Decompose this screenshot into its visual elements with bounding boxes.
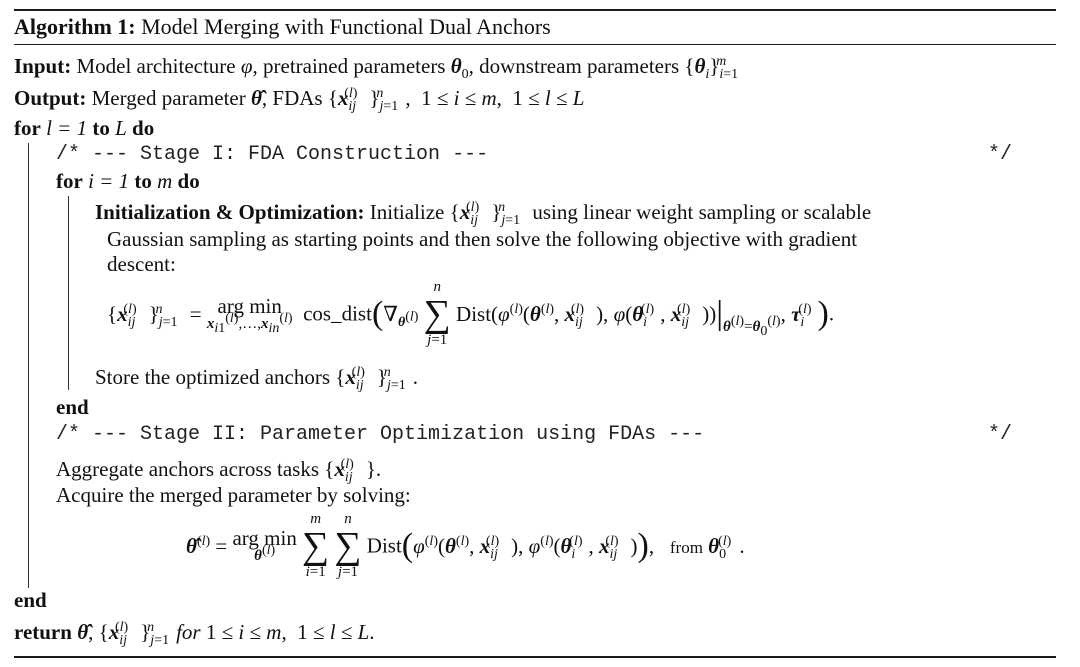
algorithm-name: Model Merging with Functional Dual Ancho… xyxy=(141,14,551,39)
aggregate-line: Aggregate anchors across tasks {xij(l)}. xyxy=(56,457,382,486)
algorithm-label: Algorithm 1: xyxy=(14,14,136,39)
output-label: Output: xyxy=(14,86,87,110)
top-rule xyxy=(14,9,1056,11)
init-line-1: Initialization & Optimization: Initializ… xyxy=(95,200,872,229)
inner-end: end xyxy=(56,395,89,419)
stage1-comment-text: /* --- Stage I: FDA Construction --- xyxy=(56,143,489,166)
init-line-2: Gaussian sampling as starting points and… xyxy=(107,227,858,251)
stage2-comment: /* --- Stage II: Parameter Optimization … xyxy=(56,425,704,445)
return-keyword: return xyxy=(14,620,72,644)
input-label: Input: xyxy=(14,54,72,78)
outer-for-line: for l = 1 to L do xyxy=(14,118,154,139)
header-rule xyxy=(14,44,1056,45)
stage2-comment-close: */ xyxy=(988,423,1013,446)
init-label: Initialization & Optimization: xyxy=(95,200,365,224)
init-line-3: descent: xyxy=(107,252,176,276)
algorithm-title: Algorithm 1: Model Merging with Function… xyxy=(14,16,551,38)
stage1-comment: /* --- Stage I: FDA Construction --- xyxy=(56,145,488,165)
inner-for-line: for i = 1 to m do xyxy=(56,169,200,193)
inner-loop-var: i = 1 xyxy=(88,169,130,193)
store-line: Store the optimized anchors {xij(l)}j=1n… xyxy=(95,365,419,394)
do-keyword: do xyxy=(132,116,155,140)
outer-loop-bar xyxy=(28,143,29,588)
outer-loop-var: l = 1 xyxy=(46,116,88,140)
outer-loop-bound: L xyxy=(115,116,127,140)
stage2-comment-text: /* --- Stage II: Parameter Optimization … xyxy=(56,423,705,446)
bottom-rule xyxy=(14,656,1056,658)
to-keyword: to xyxy=(92,116,110,140)
inner-loop-bound: m xyxy=(157,169,173,193)
outer-end: end xyxy=(14,588,47,612)
stage1-comment-close: */ xyxy=(988,143,1013,166)
input-line: Input: Model architecture φ, pretrained … xyxy=(14,54,739,83)
acquire-line: Acquire the merged parameter by solving: xyxy=(56,483,411,507)
for-keyword: for xyxy=(14,116,41,140)
inner-loop-bar xyxy=(68,196,69,390)
output-line: Output: Merged parameter θ̂, FDAs {xij(l… xyxy=(14,86,585,115)
